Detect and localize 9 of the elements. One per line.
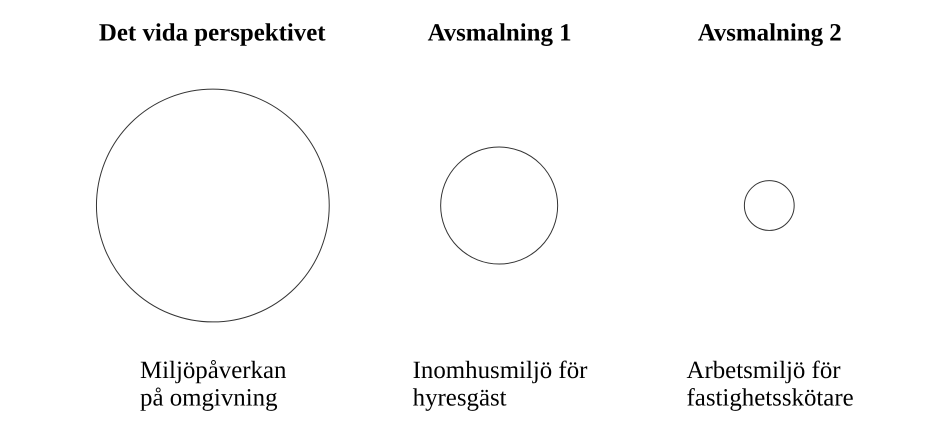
label: Avsmalning 2 [698, 20, 842, 47]
node-circle [96, 88, 330, 322]
label: Inomhusmiljö för hyresgäst [412, 356, 588, 412]
node-circle [440, 146, 558, 265]
label: Miljöpåverkan på omgivning [140, 356, 286, 412]
label: Det vida perspektivet [98, 20, 326, 47]
label: Avsmalning 1 [428, 20, 572, 47]
label: Arbetsmiljö för fastighetsskötare [686, 356, 854, 412]
node-circle [744, 180, 795, 231]
